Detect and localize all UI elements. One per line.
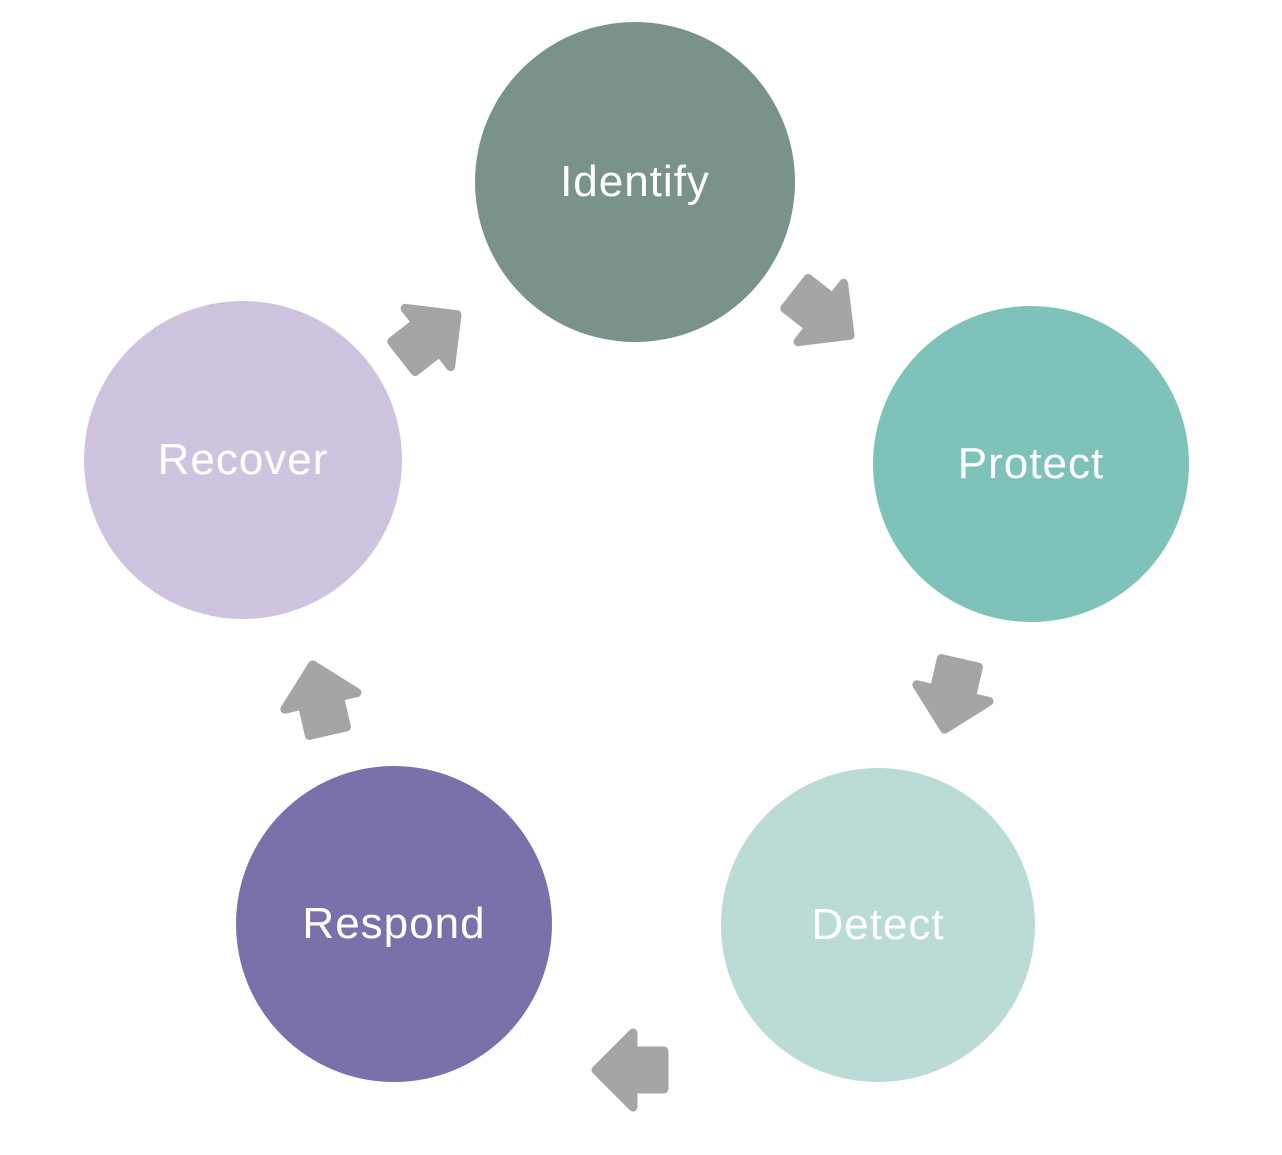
arrow-detect-to-respond-icon bbox=[589, 1026, 669, 1114]
arrow-protect-to-detect-icon bbox=[900, 648, 1004, 746]
stage-circle-recover: Recover bbox=[84, 301, 402, 619]
stage-label-respond: Respond bbox=[302, 899, 486, 948]
stage-circle-respond: Respond bbox=[236, 766, 552, 1082]
stage-circle-detect: Detect bbox=[721, 768, 1035, 1082]
stage-circle-identify: Identify bbox=[475, 22, 795, 342]
stage-label-protect: Protect bbox=[957, 439, 1105, 488]
stage-circle-protect: Protect bbox=[873, 306, 1189, 622]
stage-label-detect: Detect bbox=[811, 900, 945, 949]
stage-label-recover: Recover bbox=[157, 435, 329, 484]
arrow-identify-to-protect-icon bbox=[765, 256, 882, 375]
stage-label-identify: Identify bbox=[560, 157, 710, 206]
arrow-respond-to-recover-icon bbox=[268, 648, 372, 746]
arrow-recover-to-identify-icon bbox=[372, 276, 489, 395]
